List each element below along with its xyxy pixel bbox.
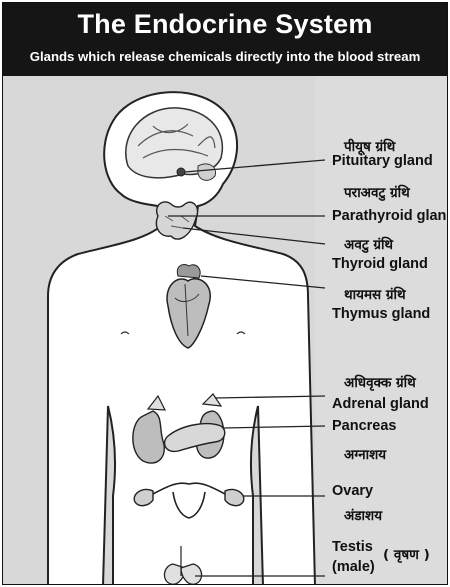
pituitary-label: Pituitary gland bbox=[332, 153, 433, 169]
thyroid-label: Thyroid gland bbox=[332, 256, 428, 272]
thymus-label: Thymus gland bbox=[332, 306, 430, 322]
pancreas-hindi-label: अग्नाशय bbox=[344, 445, 386, 463]
adrenal-label: Adrenal gland bbox=[332, 396, 429, 412]
ovary-label: Ovary bbox=[332, 483, 373, 499]
thymus-gland-icon bbox=[177, 264, 200, 278]
page-title: The Endocrine System bbox=[3, 9, 447, 40]
thyroid-hindi-label: अवटु ग्रंथि bbox=[344, 235, 393, 253]
testis-label: Testis bbox=[332, 539, 373, 555]
testis-male-label: (male) bbox=[332, 559, 375, 575]
parathyroid-hindi-label: पराअवटु ग्रंथि bbox=[344, 183, 410, 201]
parathyroid-label: Parathyroid gland bbox=[332, 208, 448, 224]
header-banner: The Endocrine System Glands which releas… bbox=[3, 3, 447, 76]
thymus-hindi-label: थायमस ग्रंथि bbox=[344, 285, 406, 303]
page-subtitle: Glands which release chemicals directly … bbox=[3, 49, 447, 64]
pancreas-label: Pancreas bbox=[332, 418, 397, 434]
testis-hindi-label: ( वृषण ) bbox=[383, 545, 430, 563]
ovary-hindi-label: अंडाशय bbox=[344, 506, 382, 524]
pituitary-gland-icon bbox=[177, 168, 185, 176]
adrenal-hindi-label: अधिवृक्क ग्रंथि bbox=[344, 373, 416, 391]
